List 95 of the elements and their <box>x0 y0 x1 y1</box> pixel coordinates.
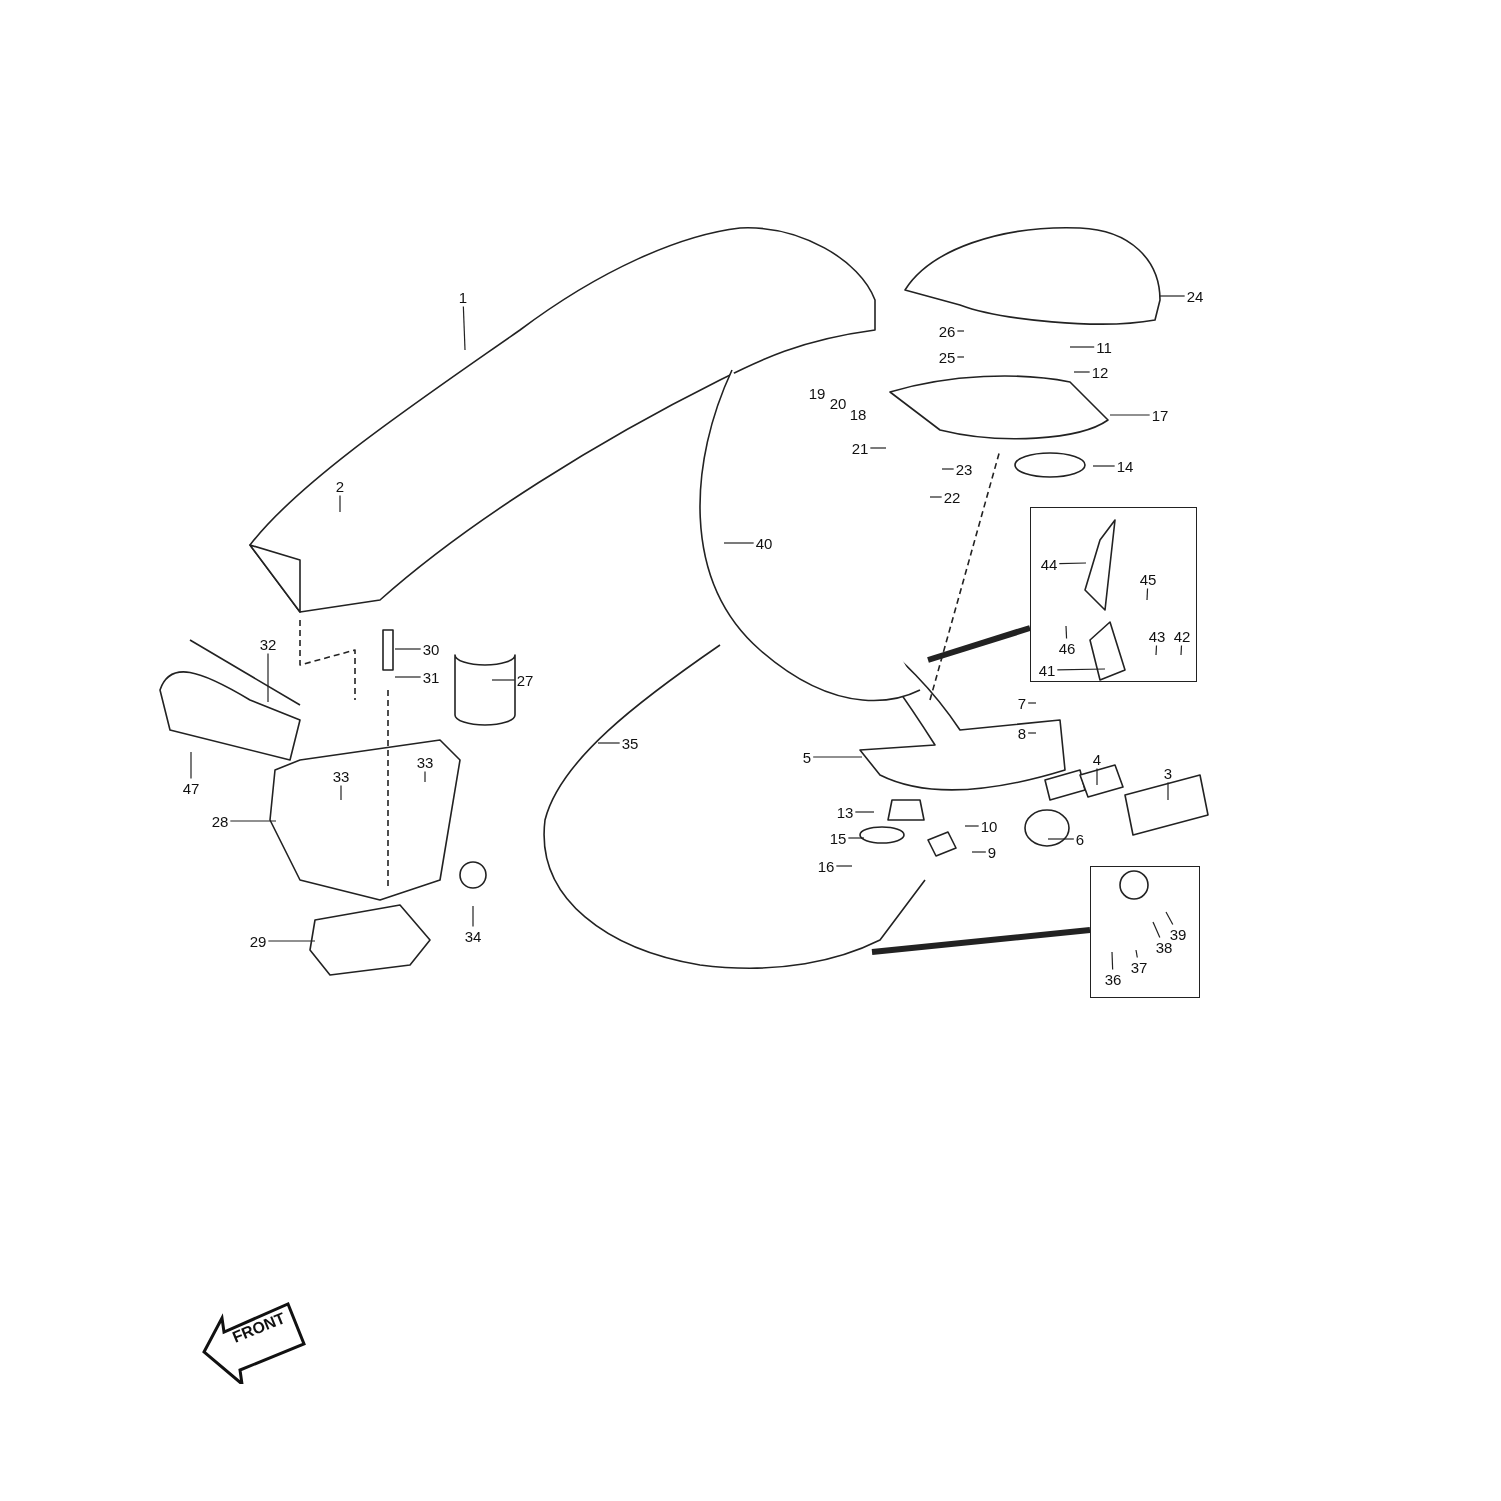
callout-number: 16 <box>817 858 835 874</box>
callout-number: 23 <box>955 461 973 477</box>
callout-number: 37 <box>1130 959 1148 975</box>
leader-line <box>1027 732 1037 734</box>
leader-line <box>462 305 466 351</box>
callout-number: 28 <box>211 813 229 829</box>
callout-number: 40 <box>755 535 773 551</box>
callout-number: 7 <box>1017 695 1027 711</box>
callout-number: 20 <box>829 395 847 411</box>
leader-line <box>597 742 621 744</box>
callout-number: 2 <box>335 478 345 494</box>
callout-number: 34 <box>464 928 482 944</box>
callout-number: 27 <box>516 672 534 688</box>
callout-number: 13 <box>836 804 854 820</box>
leader-line <box>1092 465 1116 467</box>
leader-line <box>267 940 316 942</box>
callout-number: 12 <box>1091 364 1109 380</box>
callout-number: 41 <box>1038 662 1056 678</box>
leader-line <box>1155 644 1158 656</box>
leader-line <box>1167 781 1169 801</box>
callout-number: 32 <box>259 636 277 652</box>
callout-number: 26 <box>938 323 956 339</box>
leader-line <box>1069 346 1095 348</box>
callout-number: 31 <box>422 669 440 685</box>
leader-line <box>1109 414 1151 416</box>
leader-line <box>1056 668 1106 671</box>
callout-number: 33 <box>332 768 350 784</box>
callout-number: 22 <box>943 489 961 505</box>
leader-line <box>854 811 875 813</box>
callout-number: 38 <box>1155 939 1173 955</box>
leader-line <box>424 770 426 783</box>
leader-line <box>812 756 863 758</box>
leader-line <box>1146 587 1149 601</box>
leader-line <box>929 496 943 498</box>
leader-line <box>472 905 474 928</box>
leader-line <box>1065 625 1068 640</box>
leader-line <box>1096 767 1098 786</box>
leader-line <box>229 820 277 822</box>
callout-number: 33 <box>416 754 434 770</box>
leader-line <box>1111 951 1114 971</box>
callout-number: 43 <box>1148 628 1166 644</box>
callout-number: 24 <box>1186 288 1204 304</box>
callout-number: 3 <box>1163 765 1173 781</box>
leader-line <box>190 751 192 780</box>
leader-line <box>941 468 955 470</box>
leader-line <box>340 784 342 801</box>
leader-line <box>1152 921 1161 939</box>
callout-number: 4 <box>1092 751 1102 767</box>
callout-number: 21 <box>851 440 869 456</box>
leader-line <box>1165 911 1174 926</box>
leader-line <box>1047 838 1075 840</box>
leader-line <box>1159 295 1186 297</box>
leader-line <box>847 837 865 839</box>
leader-line <box>1135 949 1138 959</box>
leader-line <box>869 447 887 449</box>
callout-number: 17 <box>1151 407 1169 423</box>
callout-number: 18 <box>849 406 867 422</box>
leader-line <box>971 851 987 853</box>
callout-number: 1 <box>458 289 468 305</box>
callout-number: 44 <box>1040 556 1058 572</box>
leader-line <box>1058 562 1087 565</box>
callout-number: 6 <box>1075 831 1085 847</box>
leader-line <box>394 676 422 678</box>
leader-line <box>394 648 422 650</box>
callout-number: 36 <box>1104 971 1122 987</box>
leader-line <box>1027 702 1037 704</box>
callout-number: 35 <box>621 735 639 751</box>
callout-number: 9 <box>987 844 997 860</box>
leader-line <box>1073 371 1091 373</box>
callout-number: 15 <box>829 830 847 846</box>
leader-line <box>956 330 965 332</box>
leader-line <box>267 652 269 703</box>
leader-line <box>491 679 516 681</box>
leader-line <box>1180 644 1183 656</box>
detail-frame <box>1090 866 1200 998</box>
callout-number: 42 <box>1173 628 1191 644</box>
callout-number: 19 <box>808 385 826 401</box>
callout-number: 25 <box>938 349 956 365</box>
callout-number: 45 <box>1139 571 1157 587</box>
callout-number: 47 <box>182 780 200 796</box>
detail-frame <box>1030 507 1197 682</box>
callout-number: 39 <box>1169 926 1187 942</box>
leader-line <box>835 865 853 867</box>
leader-line <box>339 494 341 513</box>
leader-line <box>723 542 755 544</box>
callout-number: 29 <box>249 933 267 949</box>
leader-line <box>956 356 965 358</box>
callout-number: 11 <box>1096 339 1112 355</box>
callout-number: 46 <box>1058 640 1076 656</box>
callout-number: 5 <box>802 749 812 765</box>
callout-number: 30 <box>422 641 440 657</box>
callout-number: 10 <box>980 818 998 834</box>
callout-number: 8 <box>1017 725 1027 741</box>
leader-line <box>964 825 980 827</box>
callout-number: 14 <box>1116 458 1134 474</box>
